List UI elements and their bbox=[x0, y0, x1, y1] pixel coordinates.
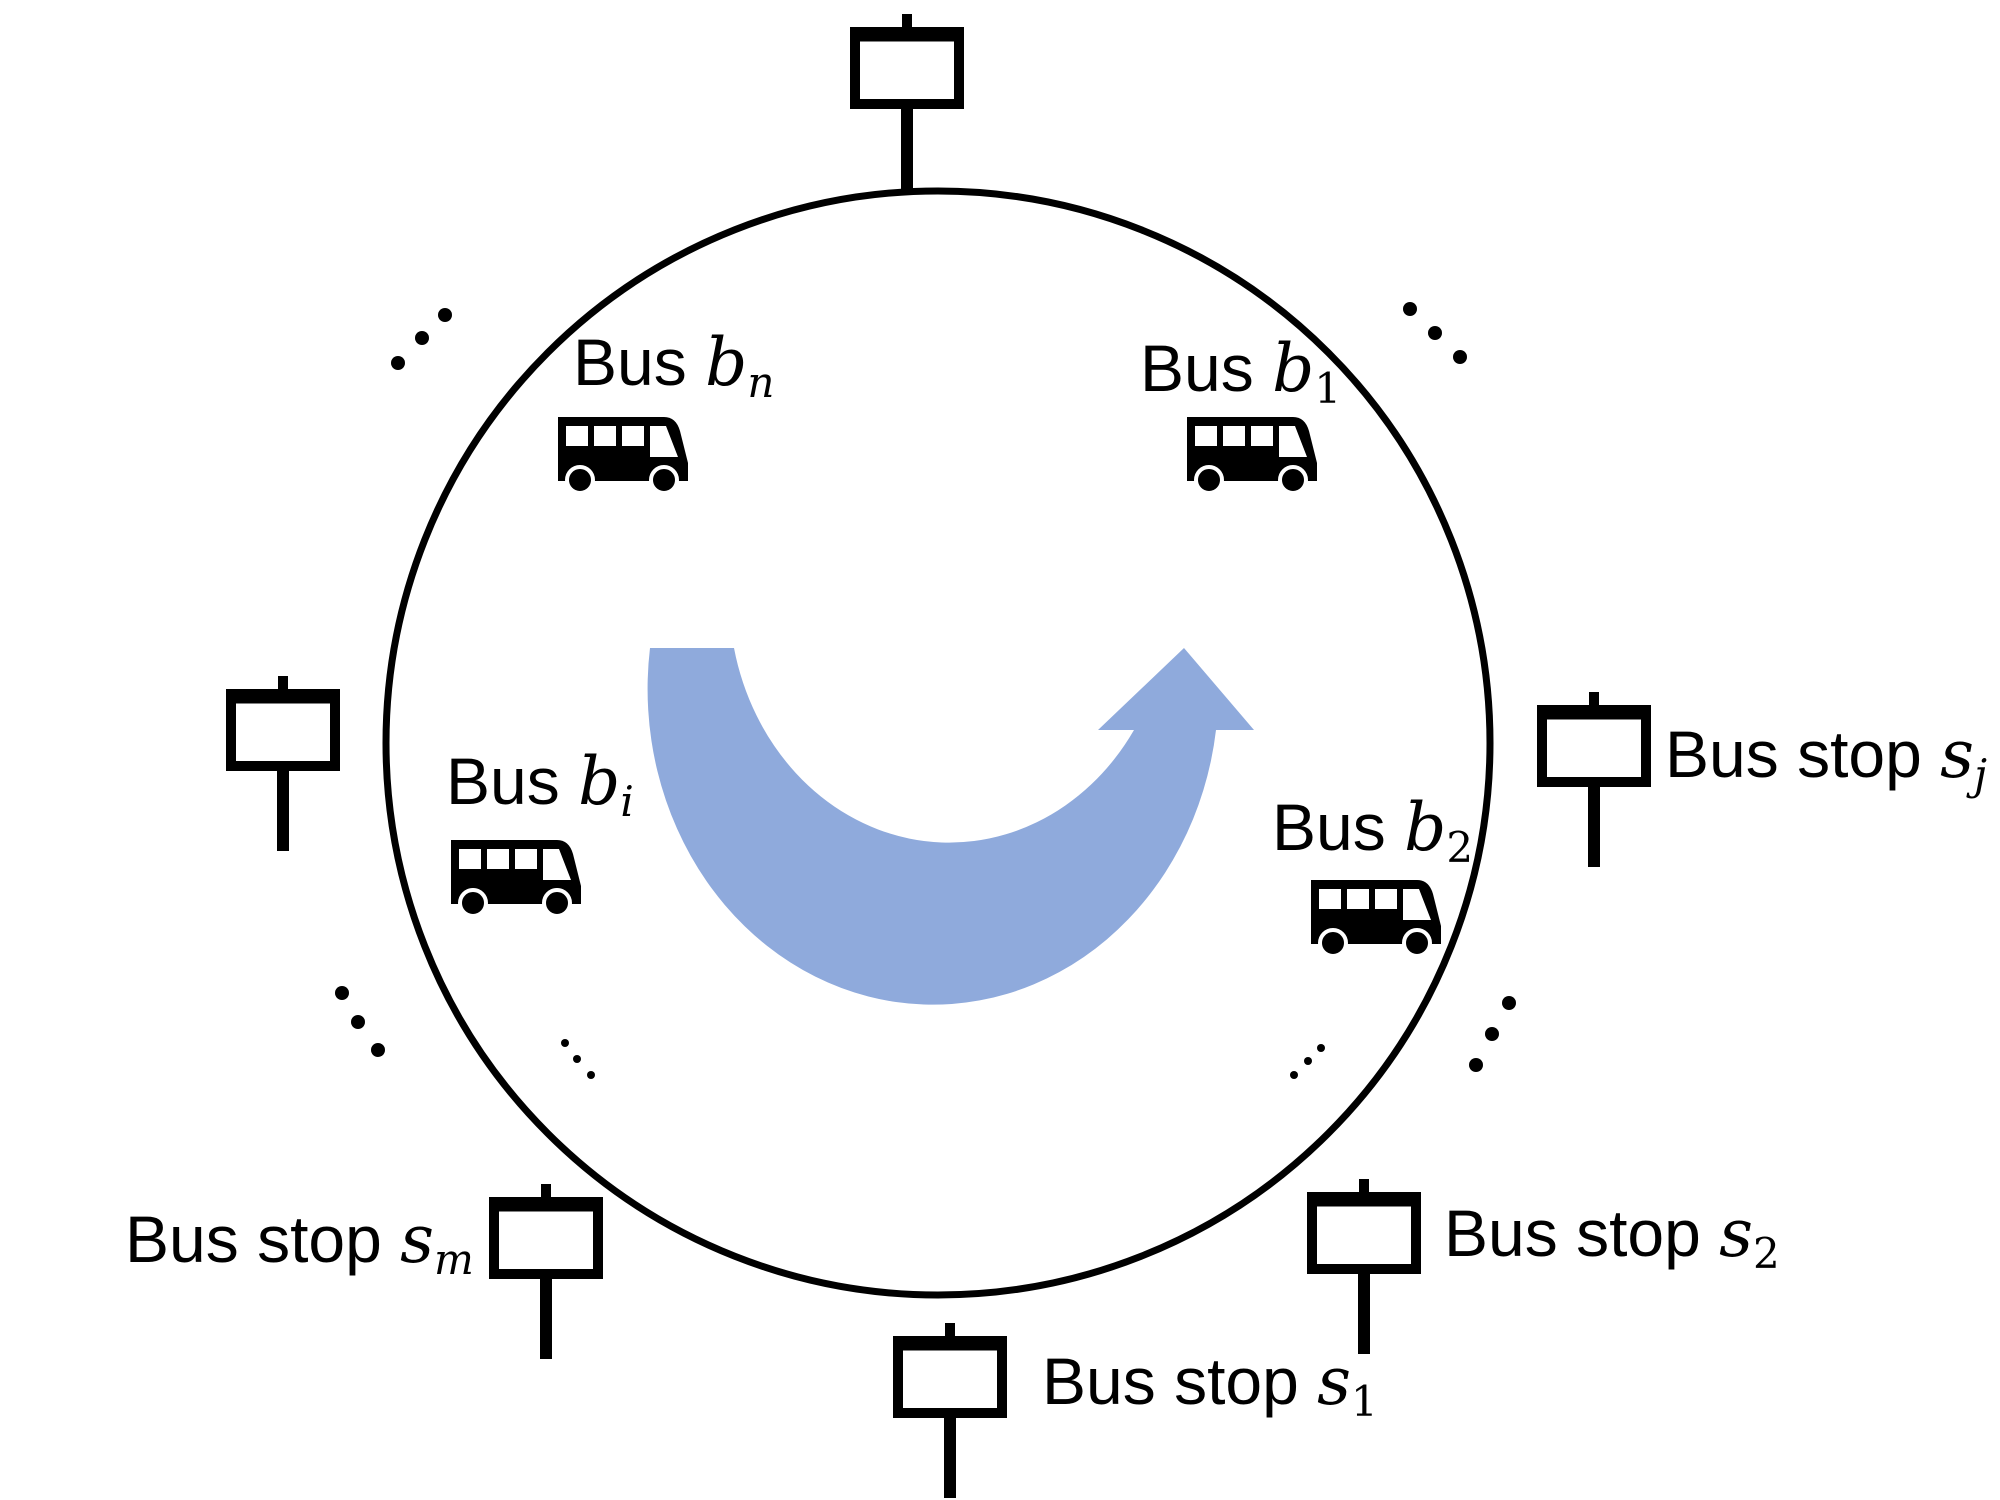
bus-label-bn: Bus bn bbox=[573, 324, 774, 407]
stop-label-sj: Bus stop sj bbox=[1665, 716, 1987, 799]
bus-label-bi: Bus bi bbox=[446, 743, 634, 826]
bus-stop-sign-icon bbox=[1542, 692, 1646, 867]
stop-label-sm: Bus stop sm bbox=[125, 1201, 474, 1284]
ellipsis-dots bbox=[335, 986, 385, 1057]
bus-icon bbox=[1185, 415, 1319, 493]
ellipsis-dots bbox=[1290, 1044, 1325, 1079]
ellipsis-dots bbox=[1403, 302, 1467, 364]
direction-arrow bbox=[647, 648, 1254, 1005]
bus-stop-sign-icon bbox=[898, 1323, 1002, 1498]
ellipsis-dots bbox=[1469, 996, 1516, 1072]
bus-icon bbox=[556, 415, 690, 493]
stop-label-s2: Bus stop s2 bbox=[1444, 1195, 1780, 1278]
route-loop-circle bbox=[382, 187, 1494, 1299]
bus-stop-sign-icon bbox=[494, 1184, 598, 1359]
bus-label-b1: Bus b1 bbox=[1140, 330, 1341, 413]
ellipsis-dots bbox=[561, 1039, 595, 1079]
bus-icon bbox=[449, 838, 583, 916]
bus-stop-sign-icon bbox=[231, 676, 335, 851]
bus-icon bbox=[1309, 878, 1443, 956]
bus-stop-sign-icon bbox=[855, 14, 959, 189]
ellipsis-dots bbox=[391, 308, 452, 370]
bus-label-b2: Bus b2 bbox=[1272, 789, 1473, 872]
bus-stop-sign-icon bbox=[1312, 1179, 1416, 1354]
stop-label-s1: Bus stop s1 bbox=[1042, 1343, 1378, 1426]
